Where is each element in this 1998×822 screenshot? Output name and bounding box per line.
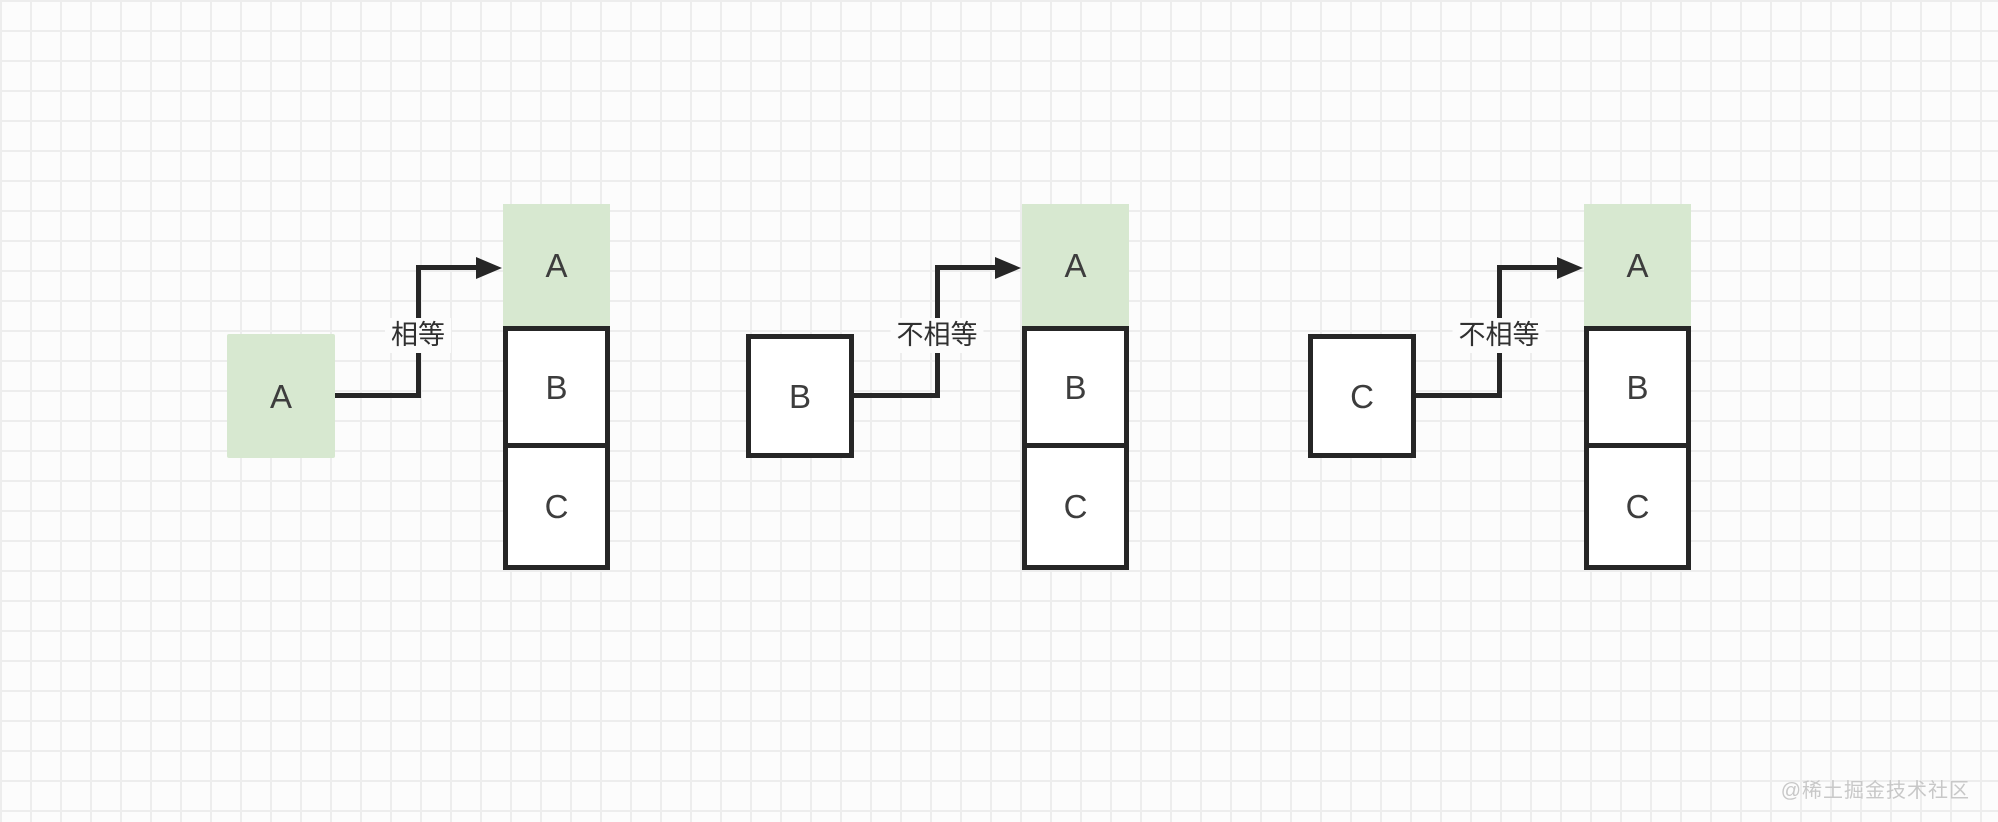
source-box-c: C (1308, 334, 1416, 458)
stack: A B C (503, 204, 610, 570)
stack-cell-b: B (503, 326, 610, 448)
edge-label-not-equal: 不相等 (890, 318, 984, 354)
stack-cell-b: B (1584, 326, 1691, 448)
stack-cell-a-label: A (1064, 246, 1087, 284)
connector-segment-horizontal (854, 393, 940, 398)
edge-label-equal: 相等 (385, 318, 451, 354)
edge-label-not-equal: 不相等 (1452, 318, 1546, 354)
stack: A B C (1584, 204, 1691, 570)
watermark: @稀土掘金技术社区 (1780, 780, 1970, 802)
stack-cell-c-label: C (1063, 488, 1088, 525)
stack-cell-a: A (1584, 204, 1691, 326)
stack-cell-b-label: B (545, 368, 568, 406)
stack-cell-c-label: C (1625, 488, 1650, 525)
stack-cell-c-label: C (544, 488, 569, 525)
stack-cell-b-label: B (1064, 368, 1087, 406)
stack-cell-a-label: A (545, 246, 568, 284)
stack-cell-c: C (1584, 443, 1691, 570)
comparison-group-a: A 相等 A B C (227, 204, 610, 570)
source-box-b-label: B (788, 377, 811, 415)
source-box-c-label: C (1350, 377, 1374, 415)
arrow-head-icon (476, 257, 502, 279)
arrow-head-icon (995, 257, 1021, 279)
connector-segment-horizontal (1416, 393, 1502, 398)
connector-segment-top (1497, 265, 1561, 270)
comparison-group-c: C 不相等 A B C (1308, 204, 1691, 570)
source-box-b: B (746, 334, 854, 458)
comparison-group-b: B 不相等 A B C (746, 204, 1129, 570)
arrow-head-icon (1557, 257, 1583, 279)
stack-cell-a-label: A (1626, 246, 1649, 284)
stack: A B C (1022, 204, 1129, 570)
source-box-a: A (227, 334, 335, 458)
connector-segment-top (416, 265, 480, 270)
stack-cell-c: C (503, 443, 610, 570)
connector-segment-top (935, 265, 999, 270)
stack-cell-a: A (1022, 204, 1129, 326)
stack-cell-c: C (1022, 443, 1129, 570)
stack-cell-a: A (503, 204, 610, 326)
stack-cell-b-label: B (1626, 368, 1649, 406)
source-box-a-label: A (269, 377, 292, 415)
connector-segment-horizontal (335, 393, 421, 398)
stack-cell-b: B (1022, 326, 1129, 448)
